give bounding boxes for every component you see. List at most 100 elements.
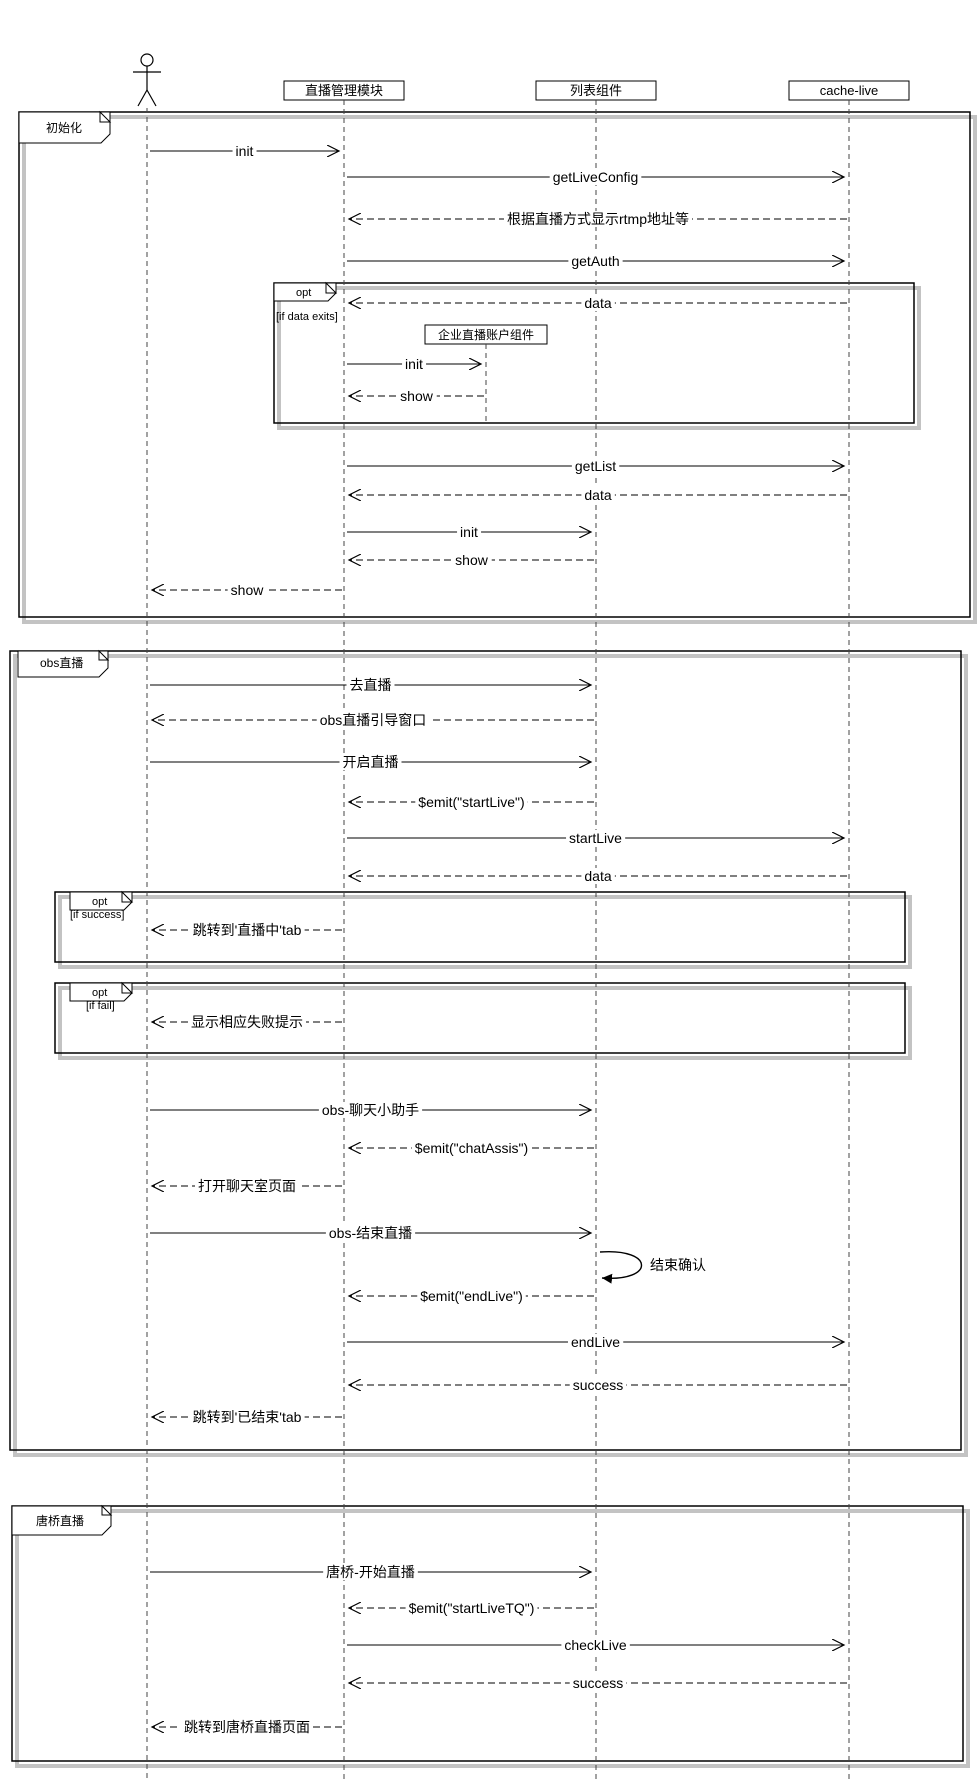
message-label: 跳转到'已结束'tab — [193, 1409, 302, 1425]
message-label-bg — [566, 830, 626, 846]
message-label-bg — [452, 552, 492, 568]
message-label-bg — [411, 1140, 532, 1156]
message-m12: show — [152, 582, 342, 598]
message-label: $emit("chatAssis") — [415, 1140, 528, 1156]
message-label-bg — [504, 211, 692, 227]
frame-obs-label: obs直播 — [40, 656, 83, 670]
message-label: 显示相应失败提示 — [191, 1014, 303, 1030]
message-m17: startLive — [347, 830, 844, 846]
message-label-bg — [415, 794, 528, 810]
message-m18: data — [349, 868, 847, 884]
message-label-bg — [316, 712, 430, 728]
message-label-bg — [232, 143, 257, 159]
opt3-label: opt — [92, 987, 107, 999]
message-label: startLive — [569, 830, 622, 846]
message-label: init — [405, 356, 423, 372]
message-label-bg — [402, 356, 427, 372]
participant-list-label: 列表组件 — [570, 83, 622, 98]
message-label: success — [573, 1675, 624, 1691]
message-label-bg — [569, 1675, 627, 1691]
message-label-bg — [195, 1178, 299, 1194]
opt-data-exits: opt [if data exits] — [273, 281, 921, 430]
message-m24: obs-结束直播 — [150, 1225, 591, 1241]
message-m26: $emit("endLive") — [349, 1288, 594, 1304]
message-label-bg — [189, 1409, 305, 1425]
message-label: data — [584, 487, 611, 503]
message-label: checkLive — [564, 1637, 626, 1653]
sub-participant-label: 企业直播账户组件 — [438, 327, 534, 342]
message-m28: success — [349, 1377, 847, 1393]
participant-user — [133, 53, 161, 107]
opt1-label: opt — [296, 287, 311, 299]
message-label: data — [584, 295, 611, 311]
message-label-bg — [568, 253, 623, 269]
message-m6: init — [347, 356, 481, 372]
opt2-label: opt — [92, 896, 107, 908]
message-m21: obs-聊天小助手 — [150, 1102, 591, 1118]
message-label: init — [460, 524, 478, 540]
message-m8: getList — [347, 458, 844, 474]
message-label-bg — [405, 1600, 538, 1616]
opt1-guard: [if data exits] — [276, 311, 338, 323]
message-label: obs-结束直播 — [329, 1225, 412, 1241]
message-label: 唐桥-开始直播 — [326, 1564, 415, 1580]
message-label: 打开聊天室页面 — [198, 1178, 296, 1194]
message-m23: 打开聊天室页面 — [152, 1178, 342, 1194]
message-label-bg — [325, 1225, 416, 1241]
message-m29: 跳转到'已结束'tab — [152, 1409, 342, 1425]
frame-tq: 唐桥直播 — [11, 1504, 970, 1768]
message-label: 开启直播 — [343, 754, 399, 770]
message-label-bg — [567, 1334, 624, 1350]
frame-init-label: 初始化 — [46, 121, 82, 135]
message-label: getAuth — [571, 253, 619, 269]
message-line — [599, 1251, 643, 1284]
message-label: 去直播 — [350, 677, 392, 693]
message-m7: show — [349, 388, 484, 404]
message-label-bg — [397, 388, 437, 404]
message-m30: 唐桥-开始直播 — [150, 1564, 591, 1580]
message-label-bg — [549, 169, 642, 185]
participant-live-module: 直播管理模块 — [283, 80, 405, 101]
message-label: obs-聊天小助手 — [322, 1102, 419, 1118]
sub-participant: 企业直播账户组件 — [424, 324, 548, 423]
message-label: 根据直播方式显示rtmp地址等 — [507, 211, 689, 227]
message-m9: data — [349, 487, 847, 503]
participant-live-label: 直播管理模块 — [305, 83, 383, 98]
message-label: $emit("startLiveTQ") — [409, 1600, 535, 1616]
message-m3: 根据直播方式显示rtmp地址等 — [349, 211, 847, 227]
message-label-bg — [581, 295, 615, 311]
message-label-bg — [581, 868, 615, 884]
participant-cache-label: cache-live — [820, 83, 879, 98]
message-m27: endLive — [347, 1334, 844, 1350]
message-m14: obs直播引导窗口 — [152, 712, 594, 728]
message-label-bg — [571, 458, 620, 474]
frame-tq-label: 唐桥直播 — [36, 1513, 84, 1528]
message-label: show — [231, 582, 265, 598]
message-label-bg — [581, 487, 615, 503]
message-m20: 显示相应失败提示 — [152, 1014, 342, 1030]
message-label: init — [236, 143, 254, 159]
opt3-guard: [if fail] — [86, 1000, 115, 1012]
message-label: obs直播引导窗口 — [320, 712, 427, 728]
message-m34: 跳转到唐桥直播页面 — [152, 1719, 342, 1735]
frame-obs: obs直播 — [9, 649, 968, 1457]
opt-success: opt [if success] — [54, 890, 912, 969]
message-m2: getLiveConfig — [347, 169, 844, 185]
message-label: $emit("endLive") — [420, 1288, 523, 1304]
message-label: $emit("startLive") — [418, 794, 524, 810]
message-label: getList — [575, 458, 616, 474]
actor-icon — [133, 53, 161, 107]
message-m1: init — [150, 143, 339, 159]
opt-fail: opt [if fail] — [54, 981, 912, 1060]
message-m19: 跳转到'直播中'tab — [152, 922, 342, 938]
message-m4: getAuth — [347, 253, 844, 269]
lifelines — [146, 100, 850, 1780]
message-label: getLiveConfig — [553, 169, 639, 185]
message-m16: $emit("startLive") — [349, 794, 594, 810]
message-label: show — [400, 388, 434, 404]
message-label: 结束确认 — [650, 1257, 706, 1273]
participant-list-component: 列表组件 — [535, 80, 657, 101]
message-m11: show — [349, 552, 594, 568]
message-m10: init — [347, 524, 591, 540]
